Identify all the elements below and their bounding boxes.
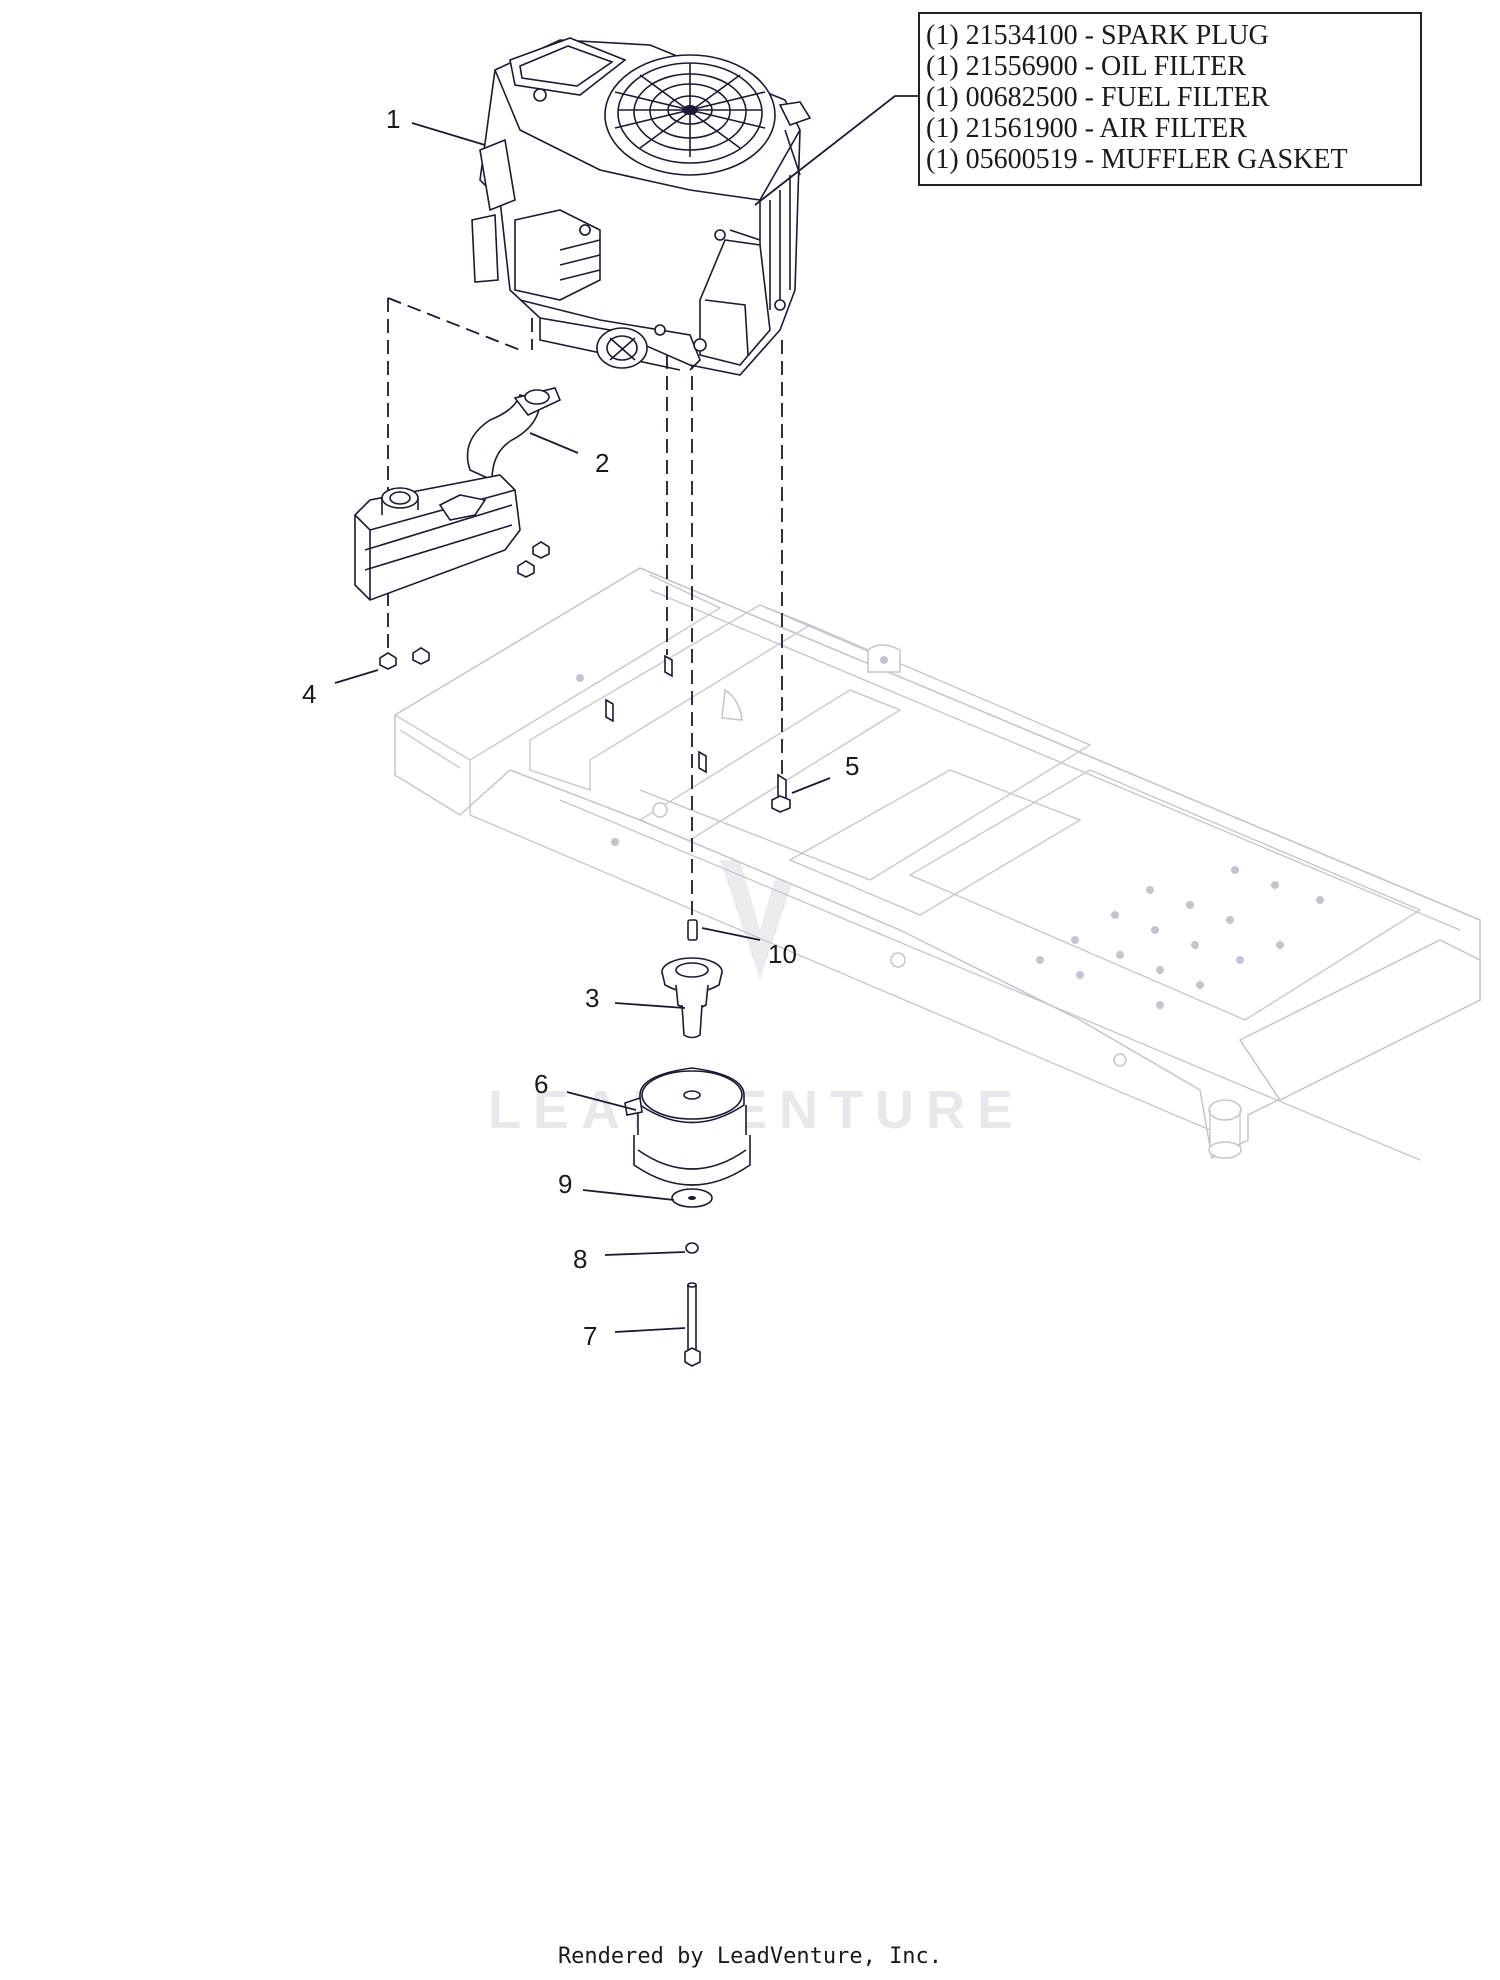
pulley-part-6 [624,1067,751,1186]
legend-spark-plug: (1) 21534100 - SPARK PLUG [926,20,1269,51]
service-parts-legend: (1) 21534100 - SPARK PLUG (1) 21556900 -… [918,12,1422,186]
legend-oil-filter: (1) 21556900 - OIL FILTER [926,51,1246,82]
callout-labels: 1 2 3 4 5 6 7 8 9 10 [302,104,859,1351]
adapter-part-3 [661,957,723,1039]
callout-5: 5 [845,751,859,781]
callout-10: 10 [768,939,797,969]
legend-air-filter: (1) 21561900 - AIR FILTER [926,113,1247,144]
bolt-part-5 [771,773,791,813]
callout-1: 1 [386,104,400,134]
callout-6: 6 [534,1069,548,1099]
callout-3: 3 [585,983,599,1013]
callout-4: 4 [302,679,316,709]
leader-lines [334,95,928,1333]
callout-2: 2 [595,448,609,478]
muffler [354,387,562,601]
callout-8: 8 [573,1244,587,1274]
lockwasher-part-8 [685,1242,699,1254]
frame-studs [605,654,707,774]
callout-7: 7 [583,1321,597,1351]
legend-fuel-filter: (1) 00682500 - FUEL FILTER [926,82,1270,113]
mower-frame [394,567,1481,1161]
key-part-10 [687,919,698,941]
footer-credit: Rendered by LeadVenture, Inc. [557,1944,943,1969]
watermark-text: LEADVENTURE [488,1080,1025,1140]
bolt-part-7 [684,1282,701,1367]
nut-parts [379,541,550,670]
washer-part-9 [671,1188,713,1208]
legend-muffler-gasket: (1) 05600519 - MUFFLER GASKET [926,144,1348,175]
engine [471,37,812,376]
callout-9: 9 [558,1169,572,1199]
assembly-lines [387,297,783,925]
